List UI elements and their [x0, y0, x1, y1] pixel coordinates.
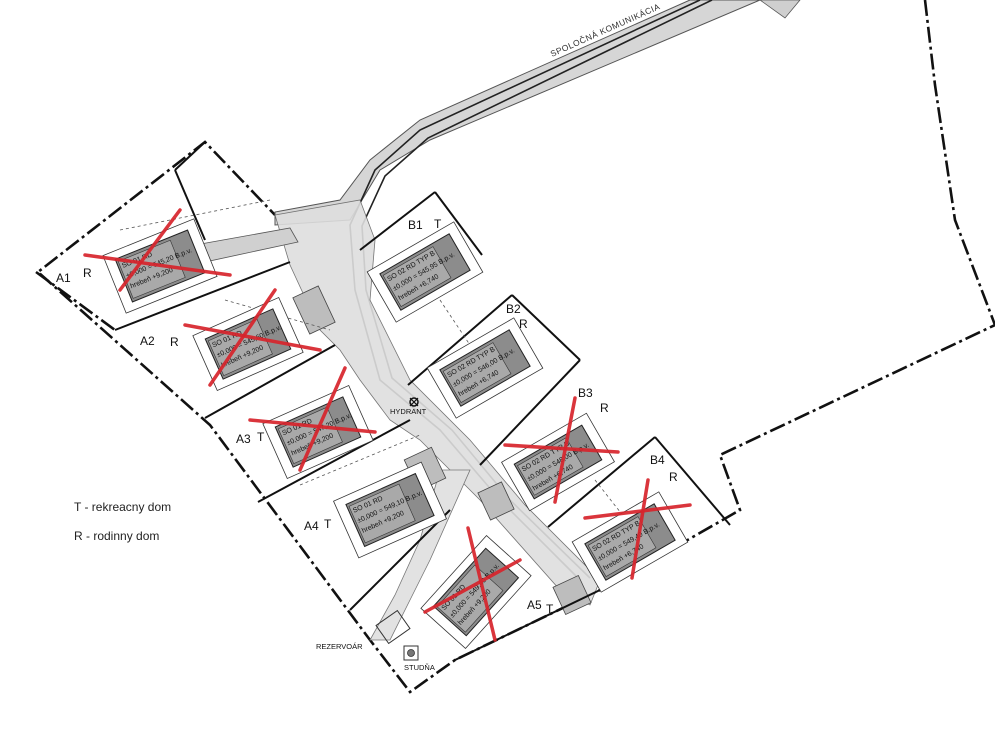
- building-a4: SO 01 RD±0,000 = 549,10 B.p.v.hrebeň +9,…: [333, 461, 447, 559]
- legend-r: R - rodinny dom: [74, 529, 159, 543]
- plot-id-b1: B1: [408, 218, 423, 232]
- cross-stroke-a1: [118, 208, 182, 292]
- plot-lines: [114, 141, 731, 661]
- plot-type-a4: T: [324, 517, 332, 531]
- plot-labels: A1 R A2 R A3 T A4 T A5 T B1 T B2 R B3 R …: [56, 217, 678, 616]
- buildings: SO 01 RD±0,000 = 545,20 B.p.v.hrebeň +9,…: [102, 218, 689, 650]
- plot-type-a5: T: [546, 602, 554, 616]
- legend-t: T - rekreacny dom: [74, 500, 171, 514]
- cross-stroke-a2: [183, 323, 322, 352]
- cross-stroke-a3: [248, 418, 377, 434]
- cross-stroke-a3: [298, 366, 347, 472]
- cross-stroke-a5: [466, 526, 497, 642]
- building-b1: SO 02 RD TYP B±0,000 = 545,95 B.p.v.hreb…: [366, 221, 484, 323]
- cross-stroke-b3: [503, 443, 620, 454]
- hydrant-icon: [409, 397, 419, 407]
- studna: STUDŇA: [403, 645, 435, 672]
- plot-type-b4: R: [669, 470, 678, 484]
- plot-type-a3: T: [257, 430, 265, 444]
- building-b2: SO 02 RD TYP B±0,000 = 546,00 B.p.v.hreb…: [426, 317, 544, 419]
- well-icon: [407, 649, 415, 657]
- cross-stroke-b4: [583, 503, 692, 520]
- building-b4: SO 02 RD TYP B±0,000 = 549,40 B.p.v.hreb…: [571, 491, 689, 593]
- plot-id-a1: A1: [56, 271, 71, 285]
- rezervoar-icon: [375, 609, 411, 645]
- plot-type-a1: R: [83, 266, 92, 280]
- plot-id-a5: A5: [527, 598, 542, 612]
- plot-id-a4: A4: [304, 519, 319, 533]
- plot-type-a2: R: [170, 335, 179, 349]
- legend: T - rekreacny dom R - rodinny dom: [74, 500, 171, 543]
- hydrant: HYDRANT: [390, 397, 427, 416]
- cross-stroke-a5: [423, 558, 522, 614]
- cross-stroke-a1: [83, 253, 232, 277]
- plot-type-b2: R: [519, 317, 528, 331]
- cross-stroke-b4: [630, 478, 650, 580]
- rezervoar: REZERVOÁR: [316, 609, 411, 651]
- hydrant-label: HYDRANT: [390, 407, 427, 416]
- cross-stroke-b3: [553, 396, 577, 504]
- plot-id-b2: B2: [506, 302, 521, 316]
- building-b3: SO 02 RD TYP B±0,000 = 548,00 B.p.v.hreb…: [501, 412, 615, 512]
- studna-label: STUDŇA: [404, 663, 435, 672]
- plot-type-b3: R: [600, 401, 609, 415]
- plot-type-b1: T: [434, 217, 442, 231]
- plot-id-a2: A2: [140, 334, 155, 348]
- demolition-crosses: [83, 208, 692, 642]
- plot-id-a3: A3: [236, 432, 251, 446]
- rezervoar-label: REZERVOÁR: [316, 642, 363, 651]
- cross-stroke-a2: [208, 288, 277, 387]
- building-a5: SO 01 RD±0,000 = 549,40 B.p.v.hrebeň +9,…: [420, 534, 532, 650]
- plot-id-b3: B3: [578, 386, 593, 400]
- plot-id-b4: B4: [650, 453, 665, 467]
